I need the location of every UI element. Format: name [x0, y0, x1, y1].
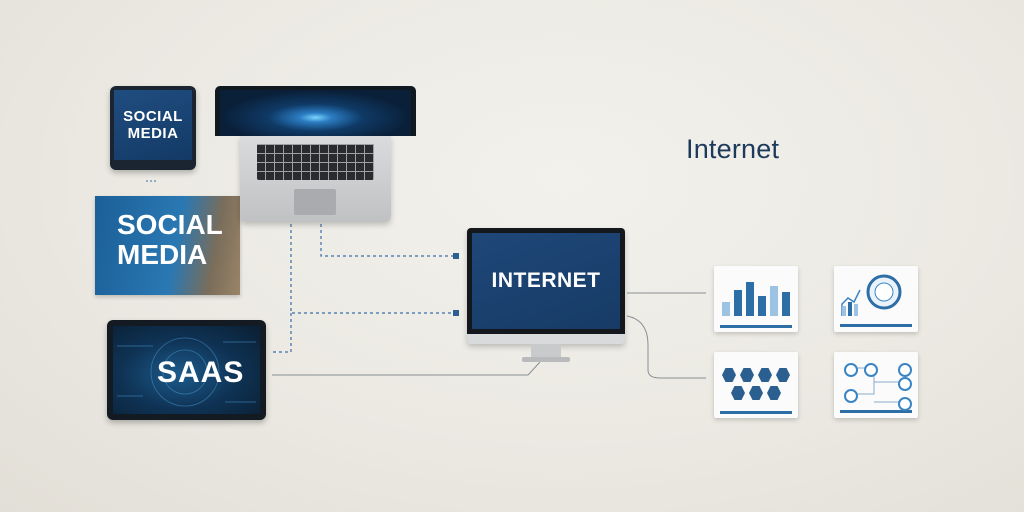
monitor-stand-neck — [531, 344, 561, 358]
internet-monitor: INTERNET — [467, 228, 625, 344]
social-media-tablet: SOCIAL MEDIA — [110, 86, 196, 170]
connector-saas-link — [272, 313, 292, 353]
card-bar — [782, 292, 790, 316]
laptop-trackpad — [294, 189, 336, 215]
gauge-chart-card — [834, 266, 918, 332]
connector-monitor-card-2 — [626, 315, 706, 379]
hex-node — [749, 386, 763, 400]
connector-laptop-monitor-2 — [290, 224, 456, 314]
saas-tablet: SAAS — [107, 320, 266, 420]
hex-diagram-card — [714, 352, 798, 418]
tablet-label: SOCIAL MEDIA — [123, 108, 183, 142]
gauge-chart-graphic — [840, 274, 912, 327]
card-bar — [758, 296, 766, 316]
flow-node — [898, 363, 912, 377]
card-bar — [722, 302, 730, 316]
laptop-keyboard — [257, 144, 374, 180]
monitor-screen: INTERNET — [472, 233, 620, 329]
laptop-screen — [215, 86, 416, 136]
tablet-screen: SOCIAL MEDIA — [114, 90, 192, 160]
hex-node — [740, 368, 754, 382]
hex-node — [722, 368, 736, 382]
connector-node-2 — [453, 310, 459, 316]
hex-node — [758, 368, 772, 382]
banner-label: SOCIAL MEDIA — [117, 209, 223, 270]
connector-laptop-monitor-1 — [320, 224, 456, 257]
flow-node — [864, 363, 878, 377]
saas-label: SAAS — [157, 356, 245, 389]
hex-node — [767, 386, 781, 400]
card-bar — [746, 282, 754, 316]
card-footer — [720, 325, 792, 328]
monitor-stand-base — [522, 357, 570, 362]
saas-circuit-pattern — [117, 337, 256, 407]
laptop-display — [220, 90, 411, 136]
laptop-base — [240, 136, 391, 222]
connector-saas-monitor — [272, 361, 541, 376]
monitor-label: INTERNET — [491, 269, 601, 292]
card-footer — [720, 411, 792, 414]
hex-node — [776, 368, 790, 382]
monitor-bezel: INTERNET — [467, 228, 625, 334]
social-media-banner: SOCIAL MEDIA — [95, 196, 240, 295]
saas-screen: SAAS — [113, 326, 260, 414]
flow-node — [844, 389, 858, 403]
hex-node — [731, 386, 745, 400]
flow-node — [898, 397, 912, 411]
bar-chart-card — [714, 266, 798, 332]
card-bar — [770, 286, 778, 316]
flow-node — [844, 363, 858, 377]
card-bar — [734, 290, 742, 316]
flow-node — [898, 377, 912, 391]
connector-node-1 — [453, 253, 459, 259]
flow-diagram-card — [834, 352, 918, 418]
diagram-title: Internet — [686, 134, 780, 164]
